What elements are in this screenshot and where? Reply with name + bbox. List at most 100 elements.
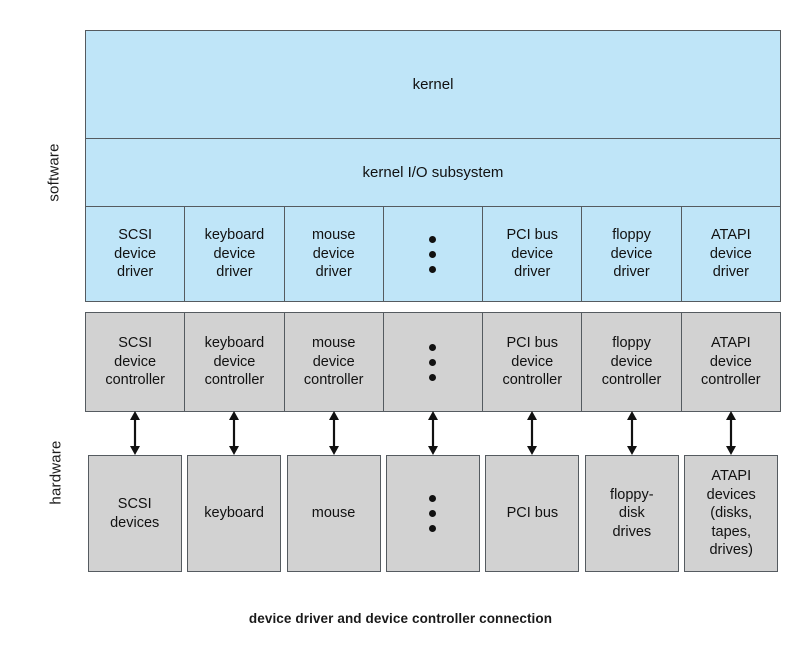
device-controller-cell-line: device <box>213 353 256 370</box>
device-controller-cell-line: floppy <box>612 335 651 352</box>
physical-device-slot: PCI bus <box>483 455 582 572</box>
device-driver-cell-line: driver <box>514 264 551 281</box>
physical-device-slot <box>383 455 482 572</box>
physical-device-box-2: mouse <box>286 455 381 572</box>
device-controller-cell-line: ATAPI <box>710 335 751 352</box>
device-driver-cell-line: device <box>114 245 157 262</box>
device-controller-cell-line: device <box>511 353 554 370</box>
physical-device-box-4: PCI bus <box>485 455 580 572</box>
ellipsis-dot <box>429 495 437 502</box>
physical-device-line: drives <box>612 523 652 540</box>
physical-device-slot: mouse <box>284 455 383 572</box>
device-controller-cell-line: controller <box>303 372 364 389</box>
device-controller-cell-line: controller <box>701 372 761 389</box>
physical-device-line: tapes, <box>711 523 751 540</box>
physical-device-ellipsis <box>385 455 480 572</box>
double-arrow-icon <box>227 411 241 455</box>
device-driver-cell-line: keyboard <box>204 227 265 244</box>
physical-device-slot: keyboard <box>184 455 283 572</box>
side-label-hardware: hardware <box>47 440 65 505</box>
kernel-io-subsystem-row: kernel I/O subsystem <box>86 139 780 207</box>
double-arrow-icon <box>426 411 440 455</box>
physical-device-line: disk <box>618 505 645 522</box>
physical-device-box-1: keyboard <box>187 455 282 572</box>
device-controller-cell-line: device <box>610 353 653 370</box>
device-controller-cell-line: controller <box>204 372 265 389</box>
double-arrow-icon <box>625 411 639 455</box>
device-driver-cell-line: mouse <box>311 227 356 244</box>
ellipsis-dot <box>429 358 437 366</box>
side-label-software: software <box>45 143 63 202</box>
device-controller-cell-line: device <box>312 353 355 370</box>
device-controller-cell-line: mouse <box>311 335 356 352</box>
kernel-io-subsystem-label: kernel I/O subsystem <box>362 164 504 181</box>
device-controller-cell-line: controller <box>502 372 563 389</box>
device-driver-cell-line: driver <box>216 264 253 281</box>
ellipsis-dot <box>429 373 437 381</box>
physical-device-line: SCSI <box>117 495 152 512</box>
device-controller-cell-line: keyboard <box>204 335 265 352</box>
ellipsis-dot <box>429 250 437 258</box>
physical-device-box-0: SCSI devices <box>87 455 182 572</box>
ellipsis-dot <box>429 343 437 351</box>
kernel-row: kernel <box>86 31 780 139</box>
device-controller-cell-line: PCI bus <box>506 335 559 352</box>
physical-device-line: PCI bus <box>506 505 559 522</box>
double-arrow-icon <box>128 411 142 455</box>
physical-device-line: devices <box>110 514 160 531</box>
physical-device-line: mouse <box>311 505 356 522</box>
physical-device-line: (disks, <box>710 505 753 522</box>
physical-device-line: devices <box>706 486 756 503</box>
device-driver-cell-line: SCSI <box>118 227 153 244</box>
device-controller-cell-line: device <box>709 353 752 370</box>
device-controller-cell-line: SCSI <box>118 335 153 352</box>
device-driver-cell-line: device <box>312 245 355 262</box>
device-controller-cell-ellipsis <box>384 313 484 411</box>
physical-device-line: drives) <box>709 542 753 559</box>
physical-device-line: floppy- <box>610 486 654 503</box>
device-driver-cell-ellipsis <box>384 207 484 301</box>
device-driver-cell-line: driver <box>613 264 650 281</box>
physical-device-line: keyboard <box>204 505 264 522</box>
device-driver-cell-line: ATAPI <box>710 227 751 244</box>
device-driver-cell-line: floppy <box>612 227 651 244</box>
device-driver-cell-line: device <box>511 245 554 262</box>
ellipsis-dot <box>429 525 437 532</box>
double-arrow-icon <box>525 411 539 455</box>
physical-device-line: ATAPI <box>711 468 752 485</box>
controller-device-connectors <box>85 411 781 455</box>
device-controller-cell-line: controller <box>105 372 165 389</box>
device-driver-cell-line: driver <box>117 264 154 281</box>
physical-device-slot: SCSI devices <box>85 455 184 572</box>
physical-device-row: SCSI devices keyboard mouse PCI bus floppy-di… <box>85 455 781 572</box>
device-driver-cell-line: device <box>610 245 653 262</box>
device-controller-cell-line: controller <box>601 372 662 389</box>
figure-caption: device driver and device controller conn… <box>248 611 553 626</box>
device-controller-cell-line: device <box>114 353 157 370</box>
ellipsis-dot <box>429 235 437 243</box>
ellipsis-dot <box>429 265 437 273</box>
ellipsis-dot <box>429 510 437 517</box>
double-arrow-icon <box>724 411 738 455</box>
kernel-label: kernel <box>412 76 454 93</box>
device-driver-cell-line: device <box>213 245 256 262</box>
device-driver-cell-line: driver <box>712 264 749 281</box>
